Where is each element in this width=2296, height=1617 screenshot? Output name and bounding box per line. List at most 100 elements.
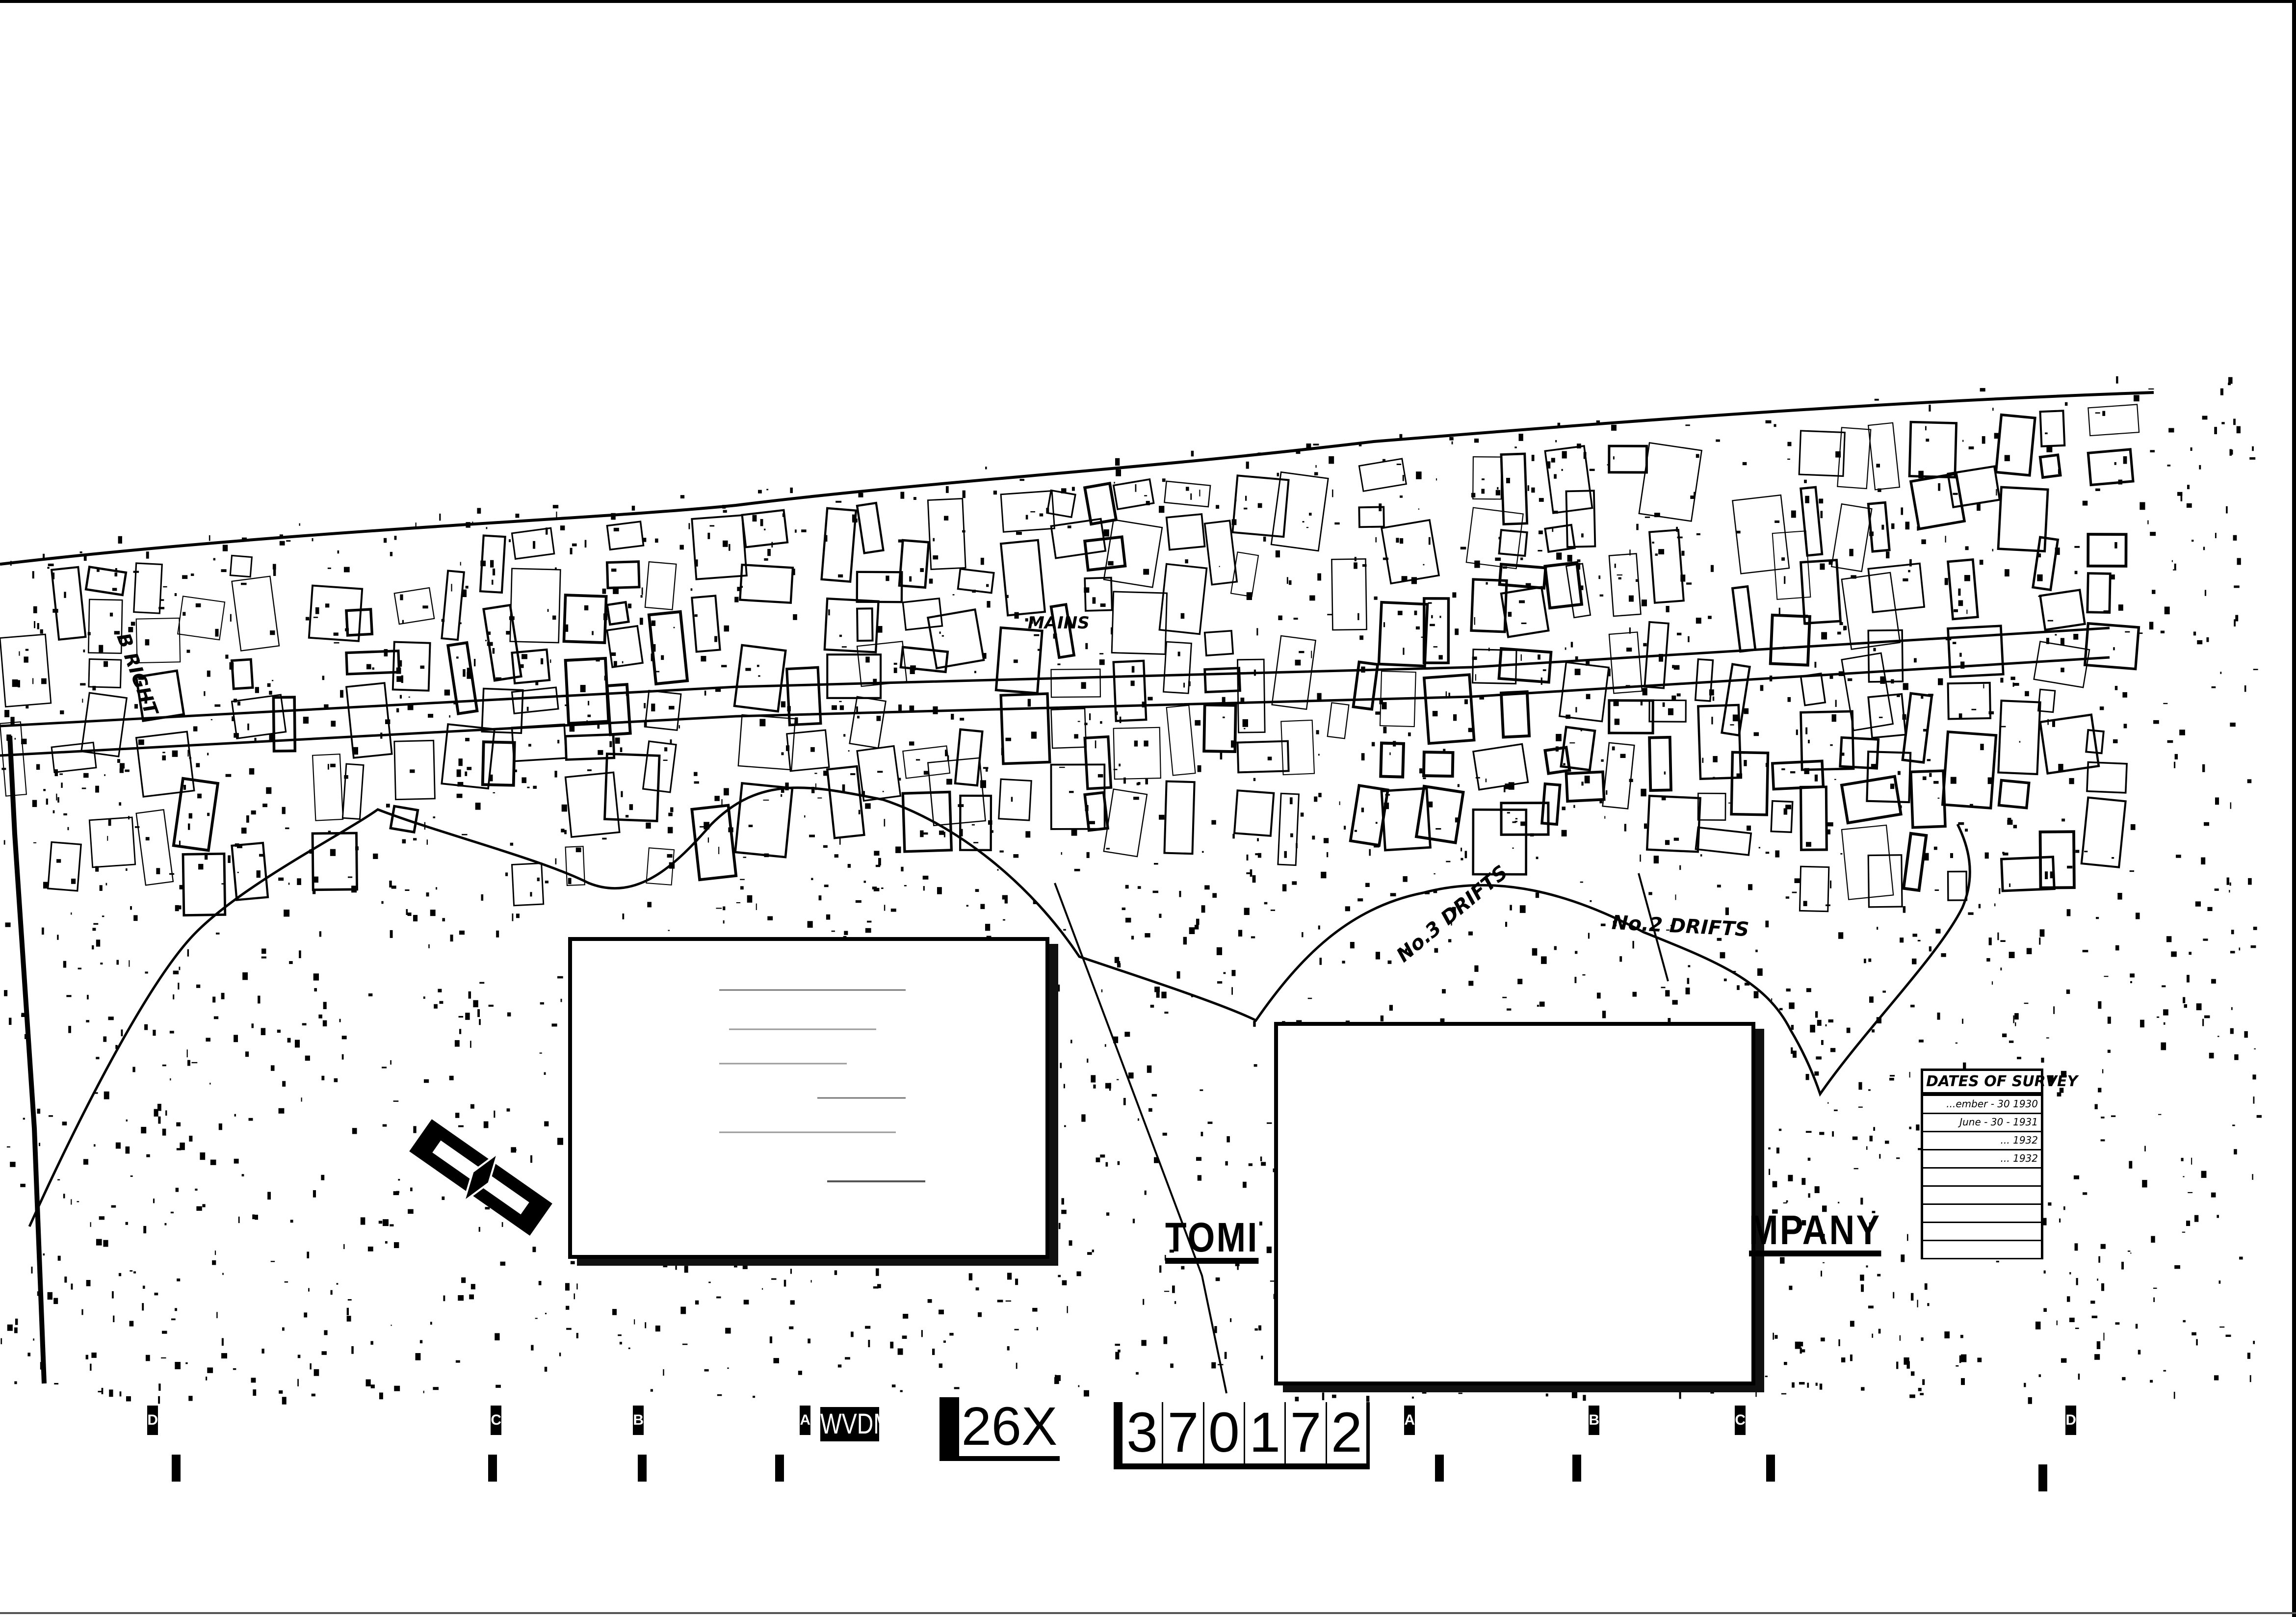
scan-speck (1453, 714, 1457, 721)
scan-speck (655, 1325, 660, 1332)
scan-speck (1087, 1058, 1089, 1063)
scan-speck (2167, 465, 2171, 467)
scan-speck (1662, 702, 1665, 707)
scan-speck (1958, 588, 1961, 596)
scan-speck (1512, 821, 1516, 823)
scan-speck (898, 778, 901, 781)
scan-speck (2111, 1115, 2116, 1117)
scan-speck (1794, 878, 1800, 884)
scan-speck (1545, 1393, 1548, 1397)
scan-speck (233, 1368, 236, 1370)
scan-speck (724, 625, 730, 632)
scan-speck (844, 931, 848, 935)
scan-speck (1357, 613, 1359, 621)
scan-speck (1891, 523, 1895, 529)
scan-speck (877, 771, 883, 773)
scan-speck (1258, 1325, 1262, 1330)
scan-speck (1872, 1333, 1874, 1338)
scan-speck (1393, 741, 1396, 747)
scan-speck (1242, 1181, 1247, 1188)
scan-speck (1744, 760, 1747, 766)
scan-speck (1517, 979, 1523, 985)
scan-speck (157, 1103, 161, 1111)
scan-speck (1805, 1131, 1812, 1133)
scan-speck (2215, 533, 2217, 539)
scan-speck (1807, 1382, 1809, 1388)
scan-speck (41, 678, 47, 684)
pillar-block (1352, 660, 1380, 711)
scan-speck (174, 593, 177, 597)
scan-speck (270, 1261, 275, 1262)
scan-speck (1640, 854, 1641, 862)
scan-speck (256, 870, 261, 878)
scan-speck (2019, 741, 2021, 743)
scan-speck (758, 490, 762, 494)
scan-speck (1539, 1001, 1545, 1007)
scan-speck (351, 1346, 354, 1354)
scan-speck (644, 703, 646, 708)
scan-speck (67, 827, 69, 831)
scan-speck (1876, 464, 1880, 468)
scan-speck (1087, 1252, 1092, 1255)
redacted-panel-left (568, 937, 1049, 1259)
scan-speck (261, 1349, 264, 1354)
scan-speck (1816, 1056, 1822, 1060)
scan-speck (1211, 1362, 1216, 1369)
scan-speck (1765, 1376, 1768, 1378)
scan-speck (1944, 1331, 1950, 1339)
scan-speck (1474, 617, 1475, 625)
scan-speck (1912, 934, 1917, 937)
scan-speck (1613, 920, 1617, 927)
scan-speck (1383, 557, 1389, 560)
scan-speck (1676, 632, 1682, 636)
scan-speck (2078, 1373, 2080, 1380)
scan-speck (629, 804, 633, 810)
scan-speck (544, 1072, 546, 1075)
scan-speck (2163, 703, 2168, 704)
scan-speck (1502, 566, 1507, 569)
scan-speck (1253, 669, 1256, 676)
scan-speck (966, 905, 968, 907)
pillar-block (2086, 761, 2128, 794)
scan-speck (207, 753, 209, 756)
scan-speck (1685, 988, 1690, 994)
scan-speck (1452, 907, 1456, 913)
scan-speck (700, 826, 705, 828)
scan-speck (646, 822, 651, 829)
scan-speck (145, 837, 150, 841)
scan-speck (1147, 1065, 1152, 1073)
scan-speck (1519, 600, 1525, 603)
scan-speck (2123, 724, 2127, 729)
scan-speck (2233, 535, 2237, 541)
scan-speck (278, 1108, 285, 1114)
scan-speck (1613, 456, 1615, 460)
scan-speck (758, 675, 760, 677)
scan-speck (251, 1023, 254, 1028)
scan-speck (1838, 1339, 1840, 1346)
scan-speck (273, 568, 276, 576)
pillar-block (391, 641, 431, 692)
pillar-block (899, 646, 949, 674)
scan-speck (402, 839, 406, 844)
scan-speck (1778, 1128, 1782, 1131)
scan-speck (1081, 1114, 1086, 1122)
scan-speck (1119, 763, 1121, 767)
scan-speck (1890, 783, 1895, 789)
scan-speck (1787, 697, 1791, 702)
scan-speck (878, 858, 881, 866)
scan-speck (2102, 411, 2106, 416)
scan-speck (1877, 1274, 1881, 1277)
scan-speck (1128, 1072, 1134, 1079)
scan-speck (526, 706, 529, 711)
scan-speck (1152, 890, 1159, 893)
scan-speck (272, 564, 276, 570)
scan-speck (1916, 1124, 1920, 1131)
scan-speck (1256, 628, 1258, 636)
scan-speck (2096, 1341, 2101, 1349)
scan-speck (1954, 609, 1958, 612)
scan-speck (804, 815, 806, 818)
scan-speck (545, 881, 548, 884)
pillar-block (135, 730, 195, 798)
scan-speck (1575, 656, 1578, 662)
scan-speck (1538, 549, 1542, 552)
